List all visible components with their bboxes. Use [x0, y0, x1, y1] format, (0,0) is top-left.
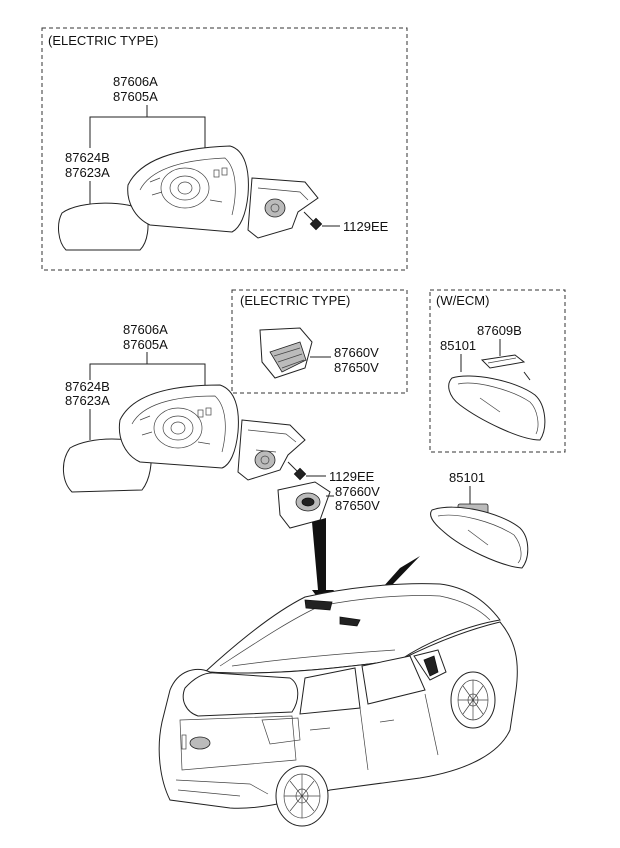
label-top-87606a[interactable]: 87606A: [113, 74, 158, 89]
frame-top-electric: (ELECTRIC TYPE) 87606A 87605A 87624B 876…: [41, 27, 408, 271]
vehicle-emblem: [189, 736, 211, 750]
label-low-87623a[interactable]: 87623A: [65, 393, 110, 408]
rearview-mirror-lower[interactable]: [430, 503, 529, 569]
label-top-87624b[interactable]: 87624B: [65, 150, 110, 165]
screw-top-1129ee[interactable]: [303, 211, 323, 231]
label-low-87606a[interactable]: 87606A: [123, 322, 168, 337]
mirror-cover-lower[interactable]: [277, 481, 331, 529]
mirror-base-lower[interactable]: [237, 419, 306, 481]
mirror-housing-lower[interactable]: [118, 384, 239, 469]
label-low-1129ee[interactable]: 1129EE: [329, 469, 375, 484]
mirror-cover-electric[interactable]: [259, 327, 313, 379]
front-wheel: [450, 671, 496, 729]
label-top-87605a[interactable]: 87605A: [113, 89, 158, 104]
mirror-housing-top[interactable]: [127, 145, 249, 233]
vehicle-illustration: [158, 583, 518, 827]
lower-rearview-mirror: 85101: [430, 470, 529, 569]
frame-middle-electric: (ELECTRIC TYPE) 87660V 87650V: [231, 289, 408, 394]
callout-arrow-outside-mirror: [312, 518, 334, 605]
mount-bracket-ecm[interactable]: [480, 354, 526, 369]
mirror-glass-top[interactable]: [58, 202, 149, 251]
label-low-85101[interactable]: 85101: [449, 470, 485, 485]
label-ecm-85101[interactable]: 85101: [440, 338, 476, 353]
label-top-1129ee[interactable]: 1129EE: [343, 219, 389, 234]
frame-ecm: (W/ECM) 87609B 85101: [429, 289, 566, 453]
label-mid-87650v[interactable]: 87650V: [334, 360, 379, 375]
frame-middle-title: (ELECTRIC TYPE): [240, 293, 350, 308]
label-low-87624b[interactable]: 87624B: [65, 379, 110, 394]
label-low-87650v[interactable]: 87650V: [335, 498, 380, 513]
label-low-87605a[interactable]: 87605A: [123, 337, 168, 352]
lower-mirror-assembly: 87606A 87605A 87624B 87623A: [63, 322, 380, 529]
label-ecm-87609b[interactable]: 87609B: [477, 323, 522, 338]
rear-wheel: [275, 765, 329, 827]
label-low-87660v[interactable]: 87660V: [335, 484, 380, 499]
label-mid-87660v[interactable]: 87660V: [334, 345, 379, 360]
frame-ecm-title: (W/ECM): [436, 293, 489, 308]
frame-top-title: (ELECTRIC TYPE): [48, 33, 158, 48]
label-top-87623a[interactable]: 87623A: [65, 165, 110, 180]
screw-lower-1129ee[interactable]: [287, 461, 307, 481]
rearview-mirror-ecm[interactable]: [448, 371, 546, 441]
mirror-base-top[interactable]: [247, 177, 319, 239]
